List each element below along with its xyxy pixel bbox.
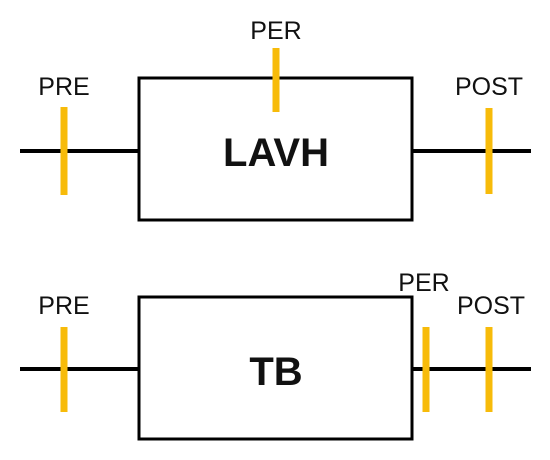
lavh-pre-label: PRE — [38, 73, 89, 101]
tb-post-label: POST — [457, 292, 525, 320]
tb-per-label: PER — [398, 269, 449, 297]
tb-box-label: TB — [249, 350, 302, 394]
lavh-diagram: LAVH PRE PER POST — [20, 17, 531, 222]
tb-pre-label: PRE — [38, 292, 89, 320]
tb-diagram: TB PRE PER POST — [20, 269, 531, 441]
lavh-per-label: PER — [250, 17, 301, 45]
lavh-post-label: POST — [455, 73, 523, 101]
lavh-box-label: LAVH — [223, 131, 329, 175]
tb-box — [137, 295, 414, 441]
